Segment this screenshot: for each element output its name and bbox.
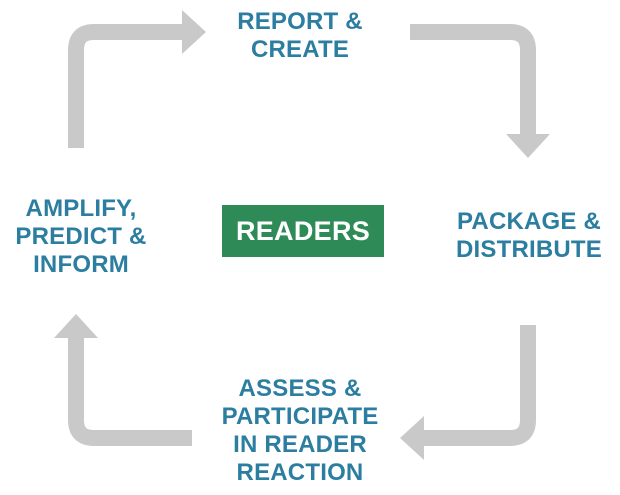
arrow-left-to-top: [68, 10, 206, 148]
arrow-bottom-to-left: [54, 314, 192, 446]
stage-label-line: PREDICT &: [15, 223, 147, 250]
stage-package-distribute: PACKAGE & DISTRIBUTE: [440, 208, 618, 264]
stage-amplify-predict-inform: AMPLIFY, PREDICT & INFORM: [6, 195, 156, 279]
stage-label-line: INFORM: [33, 251, 129, 278]
arrow-right-to-bottom: [400, 325, 536, 460]
stage-label-line: CREATE: [250, 36, 350, 63]
arrow-top-to-right: [410, 24, 550, 158]
center-readers-label: READERS: [222, 205, 384, 257]
stage-label-line: REACTION: [236, 459, 364, 486]
stage-assess-participate: ASSESS & PARTICIPATE IN READER REACTION: [195, 375, 405, 487]
stage-label-line: IN READER: [233, 431, 367, 458]
stage-label-line: REPORT &: [237, 8, 363, 35]
stage-label-line: PACKAGE &: [456, 208, 602, 235]
stage-report-create: REPORT & CREATE: [200, 8, 400, 64]
stage-label-line: DISTRIBUTE: [456, 236, 602, 263]
stage-label-line: PARTICIPATE: [221, 403, 379, 430]
stage-label-line: ASSESS &: [238, 375, 362, 402]
stage-label-line: AMPLIFY,: [25, 195, 137, 222]
